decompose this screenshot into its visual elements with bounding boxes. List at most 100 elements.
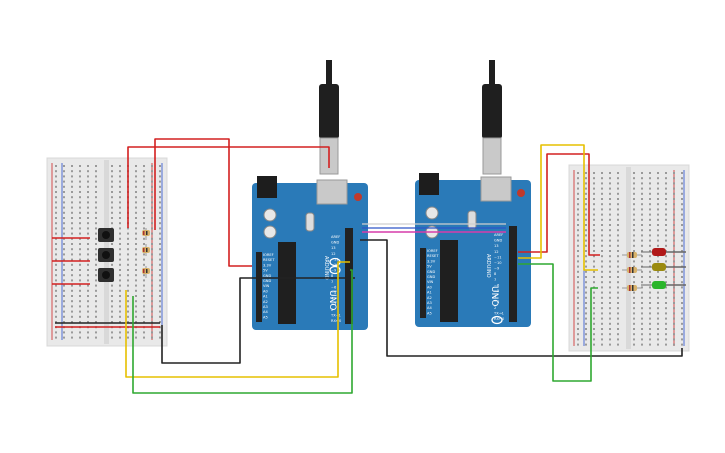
- wire-green-1[interactable]: [132, 269, 353, 394]
- breadboard-hole[interactable]: [135, 185, 137, 188]
- breadboard-hole[interactable]: [127, 279, 129, 282]
- breadboard-hole[interactable]: [159, 300, 161, 303]
- breadboard-hole[interactable]: [63, 315, 65, 318]
- breadboard-hole[interactable]: [633, 234, 635, 237]
- breadboard-hole[interactable]: [151, 284, 153, 287]
- breadboard-hole[interactable]: [673, 338, 675, 341]
- breadboard-hole[interactable]: [55, 321, 57, 323]
- breadboard-hole[interactable]: [681, 333, 683, 336]
- breadboard-hole[interactable]: [577, 333, 579, 336]
- breadboard-hole[interactable]: [79, 315, 81, 318]
- breadboard-hole[interactable]: [577, 296, 579, 299]
- breadboard-hole[interactable]: [71, 331, 73, 334]
- breadboard-hole[interactable]: [681, 281, 683, 284]
- breadboard-hole[interactable]: [593, 250, 595, 252]
- breadboard-hole[interactable]: [681, 291, 683, 294]
- breadboard-hole[interactable]: [79, 170, 81, 173]
- breadboard-hole[interactable]: [673, 250, 675, 252]
- breadboard-hole[interactable]: [601, 218, 603, 221]
- breadboard-hole[interactable]: [673, 322, 675, 325]
- breadboard-hole[interactable]: [127, 331, 129, 334]
- breadboard-hole[interactable]: [577, 224, 579, 226]
- breadboard-hole[interactable]: [63, 175, 65, 178]
- breadboard-hole[interactable]: [681, 182, 683, 185]
- breadboard-hole[interactable]: [63, 300, 65, 303]
- breadboard-hole[interactable]: [111, 217, 113, 219]
- breadboard-hole[interactable]: [585, 281, 587, 284]
- breadboard-hole[interactable]: [143, 227, 145, 230]
- arduino-right-digital-header[interactable]: [509, 226, 517, 322]
- breadboard-hole[interactable]: [657, 224, 659, 226]
- breadboard-hole[interactable]: [673, 239, 675, 242]
- breadboard-hole[interactable]: [63, 279, 65, 282]
- breadboard-hole[interactable]: [143, 253, 145, 256]
- breadboard-hole[interactable]: [119, 237, 121, 240]
- breadboard-hole[interactable]: [609, 302, 611, 304]
- breadboard-hole[interactable]: [609, 270, 611, 273]
- breadboard-hole[interactable]: [609, 333, 611, 336]
- pushbutton-2[interactable]: [98, 248, 114, 262]
- breadboard-hole[interactable]: [593, 328, 595, 330]
- breadboard-hole[interactable]: [649, 296, 651, 299]
- breadboard-hole[interactable]: [119, 211, 121, 214]
- led-green[interactable]: [641, 281, 686, 289]
- breadboard-hole[interactable]: [577, 270, 579, 273]
- breadboard-hole[interactable]: [633, 302, 635, 304]
- breadboard-hole[interactable]: [95, 305, 97, 308]
- breadboard-hole[interactable]: [127, 263, 129, 266]
- breadboard-hole[interactable]: [633, 333, 635, 336]
- breadboard-hole[interactable]: [641, 182, 643, 185]
- breadboard-hole[interactable]: [657, 270, 659, 273]
- breadboard-hole[interactable]: [119, 269, 121, 271]
- breadboard-hole[interactable]: [111, 305, 113, 308]
- breadboard-hole[interactable]: [159, 185, 161, 188]
- breadboard-hole[interactable]: [151, 331, 153, 334]
- breadboard-hole[interactable]: [633, 244, 635, 247]
- led-group[interactable]: [641, 248, 686, 289]
- led-yellow[interactable]: [641, 263, 686, 271]
- breadboard-hole[interactable]: [119, 232, 121, 235]
- breadboard-hole[interactable]: [63, 201, 65, 204]
- breadboard-hole[interactable]: [143, 185, 145, 188]
- breadboard-hole[interactable]: [95, 191, 97, 193]
- breadboard-hole[interactable]: [63, 289, 65, 292]
- breadboard-hole[interactable]: [609, 250, 611, 252]
- breadboard-hole[interactable]: [87, 170, 89, 173]
- breadboard-hole[interactable]: [681, 255, 683, 258]
- breadboard-hole[interactable]: [127, 300, 129, 303]
- breadboard-hole[interactable]: [127, 310, 129, 313]
- breadboard-hole[interactable]: [681, 234, 683, 237]
- breadboard-left-holes[interactable]: [55, 165, 161, 339]
- breadboard-hole[interactable]: [79, 274, 81, 277]
- breadboard-hole[interactable]: [609, 291, 611, 294]
- breadboard-hole[interactable]: [95, 289, 97, 292]
- breadboard-hole[interactable]: [681, 322, 683, 325]
- breadboard-hole[interactable]: [617, 328, 619, 330]
- breadboard-hole[interactable]: [601, 307, 603, 310]
- breadboard-hole[interactable]: [649, 182, 651, 185]
- breadboard-hole[interactable]: [63, 284, 65, 287]
- breadboard-hole[interactable]: [649, 187, 651, 190]
- breadboard-hole[interactable]: [641, 338, 643, 341]
- breadboard-hole[interactable]: [87, 331, 89, 334]
- breadboard-hole[interactable]: [119, 170, 121, 173]
- breadboard-hole[interactable]: [633, 182, 635, 185]
- breadboard-hole[interactable]: [601, 312, 603, 315]
- breadboard-hole[interactable]: [71, 232, 73, 235]
- breadboard-hole[interactable]: [71, 201, 73, 204]
- breadboard-hole[interactable]: [673, 192, 675, 195]
- breadboard-hole[interactable]: [609, 218, 611, 221]
- breadboard-hole[interactable]: [159, 295, 161, 297]
- breadboard-hole[interactable]: [673, 187, 675, 190]
- breadboard-hole[interactable]: [649, 208, 651, 211]
- breadboard-hole[interactable]: [151, 279, 153, 282]
- breadboard-hole[interactable]: [585, 317, 587, 320]
- breadboard-hole[interactable]: [633, 213, 635, 216]
- breadboard-hole[interactable]: [657, 203, 659, 206]
- breadboard-hole[interactable]: [79, 289, 81, 292]
- breadboard-hole[interactable]: [649, 172, 651, 174]
- breadboard-hole[interactable]: [673, 286, 675, 289]
- breadboard-hole[interactable]: [577, 281, 579, 284]
- breadboard-hole[interactable]: [159, 196, 161, 199]
- breadboard-hole[interactable]: [119, 253, 121, 256]
